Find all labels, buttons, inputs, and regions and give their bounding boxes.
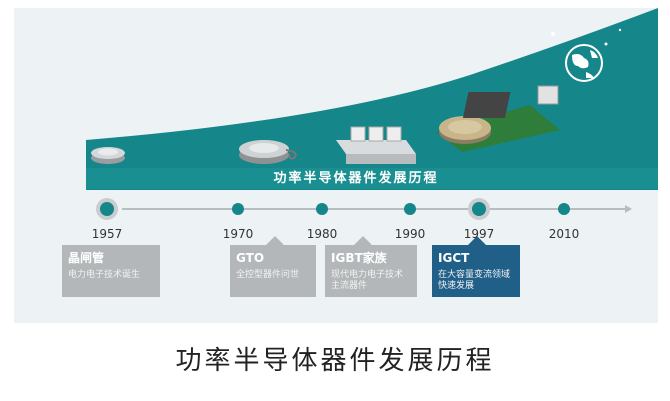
timeline-node-2010 [558,203,570,215]
card-pointer [468,236,486,245]
card-title: GTO [236,251,265,265]
timeline-node-1957 [96,198,118,220]
igbt-module-image [336,126,416,164]
banner-strip [86,168,658,189]
card-subtitle: 现代电力电子技术主流器件 [331,270,404,291]
banner-title: 功率半导体器件发展历程 [273,171,439,186]
timeline-node-1990 [404,203,416,215]
card-gto: GTO 全控型器件问世 [230,245,316,297]
year-label: 1980 [306,227,338,241]
decor-dot [618,28,622,32]
year-label: 1957 [91,227,123,241]
card-subtitle: 在大容量变流领域快速发展 [438,270,511,291]
timeline-node-1970 [232,203,244,215]
card-title: IGBT家族 [331,251,387,265]
card-subtitle: 电力电子技术诞生 [68,270,141,280]
timeline-node-1997 [468,198,490,220]
card-pointer [266,236,284,245]
globe-icon [565,44,603,82]
growth-swoosh [86,8,658,190]
year-label: 1970 [222,227,254,241]
year-label: 2010 [548,227,580,241]
timeline-arrow [625,205,632,213]
card-thyristor: 晶闸管 电力电子技术诞生 [62,245,160,297]
card-subtitle: 全控型器件问世 [236,270,300,280]
timeline-node-1980 [316,203,328,215]
card-igct: IGCT 在大容量变流领域快速发展 [432,245,520,297]
card-title: IGCT [438,251,470,265]
decor-dot [551,32,555,36]
card-pointer [354,236,372,245]
card-igbt: IGBT家族 现代电力电子技术主流器件 [325,245,417,297]
gto-image [239,140,297,164]
page-title: 功率半导体器件发展历程 [175,346,495,376]
year-label: 1997 [463,227,495,241]
thyristor-image [91,147,125,164]
igct-image [436,85,560,152]
decor-dot [604,42,608,46]
card-title: 晶闸管 [68,251,105,265]
year-label: 1990 [394,227,426,241]
